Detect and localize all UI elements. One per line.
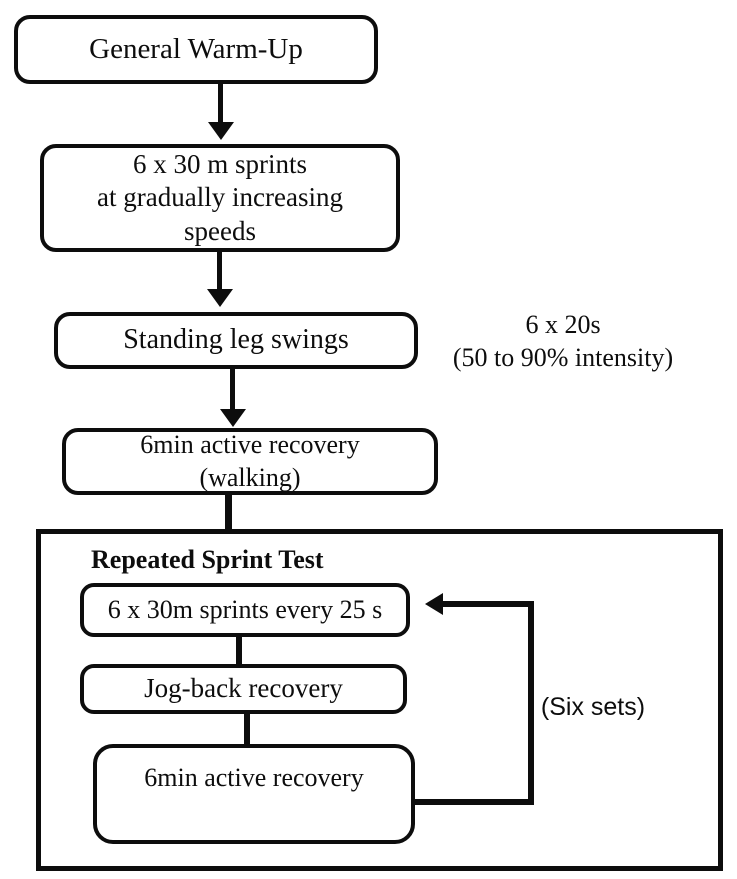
arrow-sprints-to-legswings-shaft [217, 252, 222, 291]
arrowhead-down-icon [207, 289, 233, 307]
leg-swings-annotation-line2: (50 to 90% intensity) [452, 343, 674, 373]
node-recovery-walking: 6min active recovery (walking) [62, 428, 438, 495]
node-jog-back: Jog-back recovery [80, 664, 407, 714]
arrowhead-down-icon [220, 409, 246, 427]
node-general-warmup-label: General Warm-Up [89, 32, 303, 65]
node-rst-recovery: 6min active recovery [93, 744, 415, 844]
connector-recovery-to-rst [225, 495, 232, 531]
loop-line-bottom [415, 799, 534, 805]
node-general-warmup: General Warm-Up [14, 15, 378, 84]
leg-swings-annotation-line1: 6 x 20s [525, 310, 601, 339]
node-rst-recovery-label: 6min active recovery [144, 763, 364, 792]
arrow-legswings-to-recovery-shaft [230, 369, 235, 411]
node-leg-swings: Standing leg swings [54, 312, 418, 369]
loop-line-right [528, 601, 534, 805]
arrowhead-down-icon [208, 122, 234, 140]
loop-count-label: (Six sets) [540, 693, 646, 721]
arrow-warmup-to-sprints-shaft [218, 84, 223, 124]
leg-swings-annotation: 6 x 20s (50 to 90% intensity) [413, 308, 713, 374]
node-recovery-walking-line2: (walking) [199, 462, 301, 492]
node-gradual-sprints-line2: at gradually increasing [97, 182, 343, 213]
node-leg-swings-label: Standing leg swings [123, 324, 349, 356]
node-gradual-sprints-line1: 6 x 30 m sprints [132, 148, 307, 179]
node-rst-sprints: 6 x 30m sprints every 25 s [80, 583, 410, 637]
node-jog-back-label: Jog-back recovery [144, 673, 343, 704]
connector-sprints-to-jogback [236, 635, 242, 664]
node-recovery-walking-line1: 6min active recovery [140, 430, 360, 460]
node-gradual-sprints-line3: speeds [184, 215, 256, 246]
node-rst-sprints-label: 6 x 30m sprints every 25 s [107, 594, 383, 624]
node-gradual-sprints: 6 x 30 m sprints at gradually increasing… [40, 144, 400, 252]
loop-line-top [443, 601, 534, 607]
rst-title: Repeated Sprint Test [91, 545, 324, 574]
rst-container [36, 529, 723, 871]
arrowhead-left-icon [425, 593, 443, 615]
connector-jogback-to-recovery [244, 712, 250, 745]
